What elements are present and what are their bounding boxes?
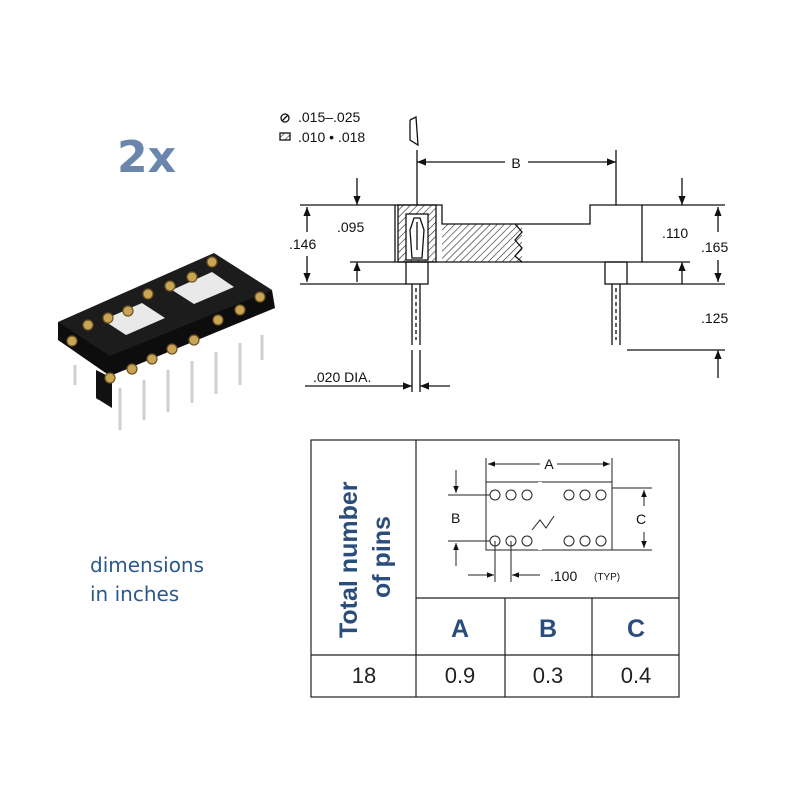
side-view-labels: .015–.025 .010 • .018 B .095 .146 .110 .… xyxy=(289,109,728,385)
side-view-drawing xyxy=(279,113,725,392)
header-a: A xyxy=(451,615,469,643)
quantity-label: 2x xyxy=(117,132,176,183)
header-b: B xyxy=(539,615,557,643)
cell-a: 0.9 xyxy=(445,663,476,688)
footprint-pitch: .100 xyxy=(550,568,577,584)
dimension-table xyxy=(310,439,680,698)
footprint-drawing xyxy=(448,458,652,582)
legend-round-pin: .015–.025 xyxy=(298,109,360,125)
dim-020-label: .020 DIA. xyxy=(313,369,371,385)
cell-c: 0.4 xyxy=(621,663,652,688)
footprint-labels: A B C .100 (TYP) xyxy=(451,456,646,584)
header-pins-line2: of pins xyxy=(368,516,396,598)
cell-b: 0.3 xyxy=(533,663,564,688)
dim-110-label: .110 xyxy=(662,225,688,241)
units-note-line2: in inches xyxy=(90,582,180,606)
footprint-label-a: A xyxy=(544,456,554,472)
dip-socket-photo xyxy=(58,253,275,430)
dim-165-label: .165 xyxy=(701,239,728,255)
units-note-line1: dimensions xyxy=(90,553,205,577)
footprint-label-c: C xyxy=(636,511,646,527)
dim-146-label: .146 xyxy=(289,236,316,252)
footprint-pitch-note: (TYP) xyxy=(594,572,620,583)
dim-125-label: .125 xyxy=(701,310,728,326)
header-c: C xyxy=(627,615,645,643)
dim-b-label: B xyxy=(511,155,520,171)
footprint-label-b: B xyxy=(451,510,460,526)
cell-pins: 18 xyxy=(352,663,376,688)
dim-095-label: .095 xyxy=(337,219,364,235)
table-headers: Total number of pins A B C xyxy=(335,481,645,643)
table-row: 18 0.9 0.3 0.4 xyxy=(352,663,652,688)
legend-flat-pin: .010 • .018 xyxy=(298,129,365,145)
socket-contacts xyxy=(66,256,266,384)
header-pins-line1: Total number xyxy=(335,481,363,638)
units-note: dimensions in inches xyxy=(90,551,204,609)
